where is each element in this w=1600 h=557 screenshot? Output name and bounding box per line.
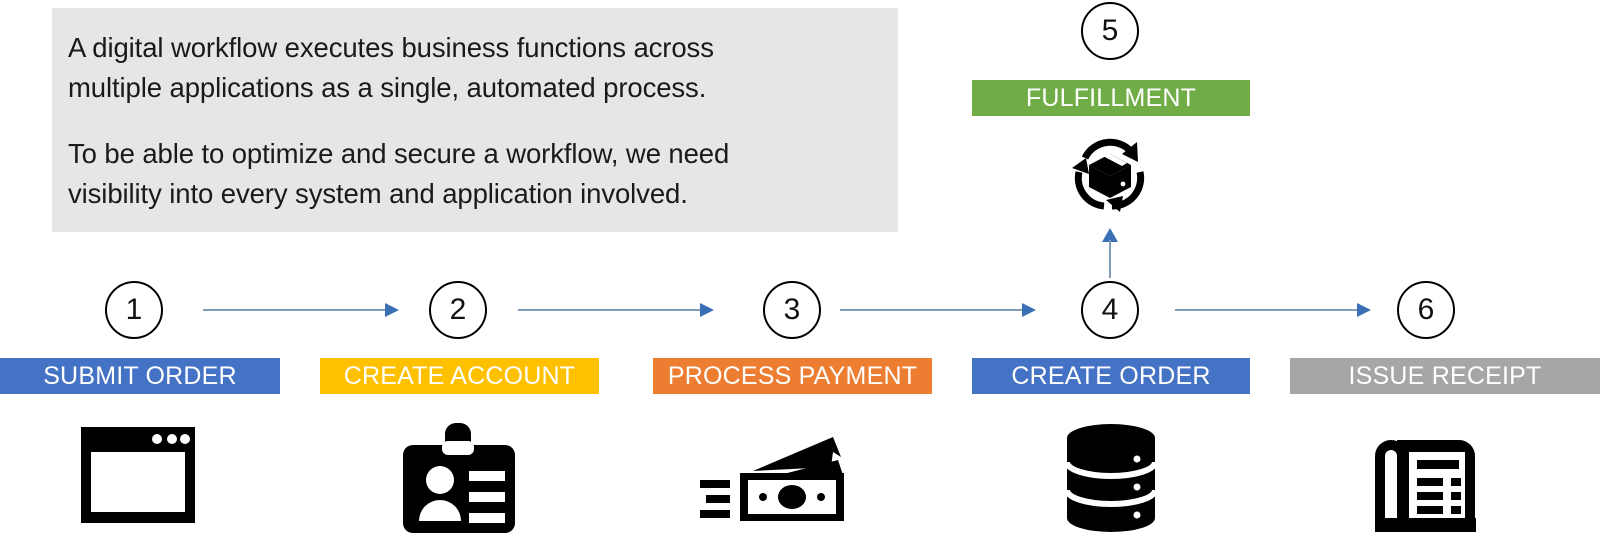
- banknotes-icon: [698, 433, 848, 523]
- step-label-submit-order[interactable]: SUBMIT ORDER: [0, 358, 280, 394]
- arrow-step4-to-fulfillment: [1102, 228, 1118, 278]
- step-circle-5[interactable]: 5: [1081, 2, 1139, 60]
- description-line-3: To be able to optimize and secure a work…: [68, 138, 730, 169]
- description-line-4: visibility into every system and applica…: [68, 178, 688, 209]
- step-label-text-6: ISSUE RECEIPT: [1348, 361, 1542, 390]
- step-label-text-2: CREATE ACCOUNT: [343, 361, 576, 390]
- receipt-icon: [1371, 422, 1481, 534]
- step-circle-6[interactable]: 6: [1397, 281, 1455, 339]
- step-label-issue-receipt[interactable]: ISSUE RECEIPT: [1290, 358, 1600, 394]
- arrow-step3-to-step4: [840, 301, 1036, 319]
- step-circle-4[interactable]: 4: [1081, 281, 1139, 339]
- step-circle-3[interactable]: 3: [763, 281, 821, 339]
- step-label-process-payment[interactable]: PROCESS PAYMENT: [653, 358, 932, 394]
- step-label-create-account[interactable]: CREATE ACCOUNT: [320, 358, 599, 394]
- step-number-6: 6: [1417, 293, 1435, 326]
- step-label-text-3: PROCESS PAYMENT: [667, 361, 918, 390]
- database-icon: [1065, 422, 1157, 534]
- description-box: A digital workflow executes business fun…: [52, 8, 898, 232]
- step-number-5: 5: [1101, 14, 1119, 47]
- step-circle-2[interactable]: 2: [429, 281, 487, 339]
- step-label-text-4: CREATE ORDER: [1011, 361, 1211, 390]
- step-number-1: 1: [125, 293, 143, 326]
- step-label-text-1: SUBMIT ORDER: [43, 361, 237, 390]
- arrow-step2-to-step3: [518, 301, 714, 319]
- step-number-3: 3: [783, 293, 801, 326]
- step-label-fulfillment[interactable]: FULFILLMENT: [972, 80, 1250, 116]
- description-line-1: A digital workflow executes business fun…: [68, 32, 714, 63]
- description-line-2: multiple applications as a single, autom…: [68, 72, 707, 103]
- arrow-step1-to-step2: [203, 301, 399, 319]
- id-badge-icon: [401, 423, 517, 535]
- package-cycle-icon: [1060, 128, 1160, 218]
- step-circle-1[interactable]: 1: [105, 281, 163, 339]
- step-number-2: 2: [449, 293, 467, 326]
- arrow-step4-to-step6: [1175, 301, 1371, 319]
- step-label-text-fulfillment: FULFILLMENT: [1025, 83, 1197, 112]
- browser-window-icon: [78, 425, 198, 535]
- description-spacer: [68, 108, 872, 134]
- step-number-4: 4: [1101, 293, 1119, 326]
- step-label-create-order[interactable]: CREATE ORDER: [972, 358, 1250, 394]
